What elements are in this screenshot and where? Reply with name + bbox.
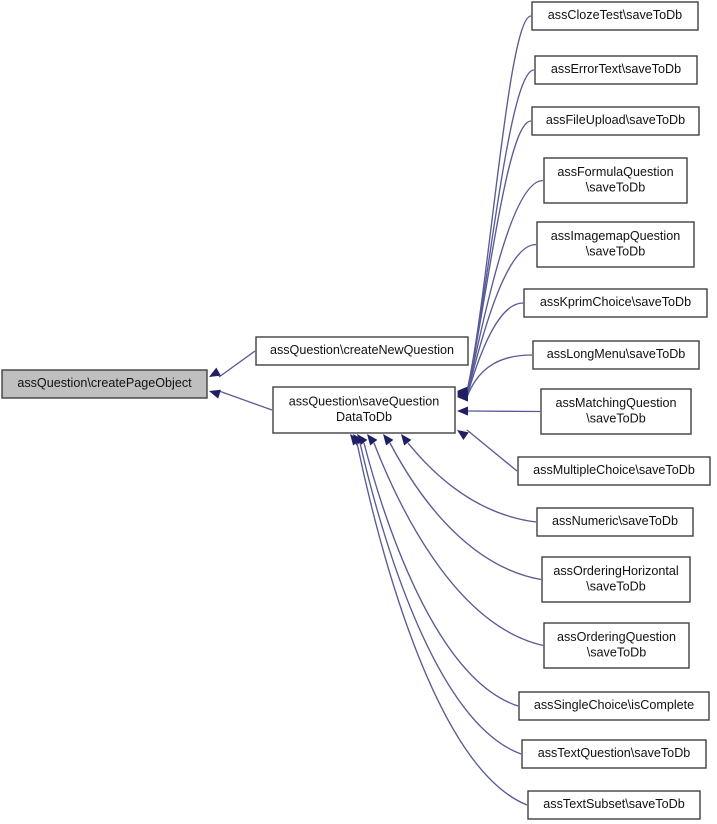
edge-assMatchingQuestion-to-saveQuestionDataToDb: [466, 410, 541, 413]
node-label-assKprimChoice: assKprimChoice\saveToDb: [540, 295, 691, 309]
node-box-assKprimChoice[interactable]: [523, 288, 708, 318]
edge-assFileUpload-to-saveQuestionDataToDb: [466, 120, 532, 394]
node-box-assTextQuestion[interactable]: [521, 739, 707, 769]
node-box-assNumeric[interactable]: [536, 507, 694, 537]
node-box-assOrderingHorizontal[interactable]: [541, 556, 691, 603]
edge-saveQuestionDataToDb-to-createPageObject-arrowhead: [209, 389, 221, 399]
node-label-createNewQuestion: assQuestion\createNewQuestion: [270, 343, 454, 357]
edge-assTextSubset-to-saveQuestionDataToDb: [356, 442, 528, 806]
node-assErrorText[interactable]: assErrorText\saveToDb: [534, 55, 698, 85]
node-box-assImagemapQuestion[interactable]: [536, 221, 695, 268]
node-assTextQuestion[interactable]: assTextQuestion\saveToDb: [521, 739, 707, 769]
node-label-assMultipleChoice: assMultipleChoice\saveToDb: [533, 463, 695, 477]
node-label-assClozeTest: assClozeTest\saveToDb: [548, 8, 682, 22]
edge-saveQuestionDataToDb-to-createPageObject: [218, 390, 273, 411]
node-assKprimChoice[interactable]: assKprimChoice\saveToDb: [523, 288, 708, 318]
edge-assMatchingQuestion-to-saveQuestionDataToDb-arrowhead: [457, 406, 469, 416]
node-assSingleChoice[interactable]: assSingleChoice\isComplete: [518, 691, 710, 721]
node-createNewQuestion[interactable]: assQuestion\createNewQuestion: [255, 336, 469, 366]
node-box-assOrderingQuestion[interactable]: [543, 622, 690, 669]
node-assOrderingQuestion[interactable]: assOrderingQuestion\saveToDb: [543, 622, 690, 669]
node-box-assErrorText[interactable]: [534, 55, 698, 85]
edge-assNumeric-to-saveQuestionDataToDb-arrowhead: [401, 434, 412, 446]
edge-assOrderingQuestion-to-saveQuestionDataToDb-arrowhead: [367, 434, 378, 446]
node-label-assOrderingHorizontal: assOrderingHorizontal\saveToDb: [553, 564, 678, 594]
node-assOrderingHorizontal[interactable]: assOrderingHorizontal\saveToDb: [541, 556, 691, 603]
edge-assNumeric-to-saveQuestionDataToDb: [407, 442, 537, 523]
edge-assOrderingHorizontal-to-saveQuestionDataToDb-arrowhead: [383, 434, 394, 446]
node-createPageObject[interactable]: assQuestion\createPageObject: [1, 369, 208, 399]
edge-createNewQuestion-to-createPageObject: [218, 350, 256, 378]
node-box-saveQuestionDataToDb[interactable]: [272, 386, 456, 434]
node-box-assMultipleChoice[interactable]: [517, 456, 711, 486]
node-label-assLongMenu: assLongMenu\saveToDb: [547, 347, 686, 361]
edge-assLongMenu-to-saveQuestionDataToDb-arrowhead: [457, 392, 468, 402]
edge-assKprimChoice-to-saveQuestionDataToDb: [466, 302, 524, 397]
edge-assFormulaQuestion-to-saveQuestionDataToDb: [466, 179, 544, 395]
node-label-assMatchingQuestion: assMatchingQuestion\saveToDb: [555, 396, 676, 426]
node-assLongMenu[interactable]: assLongMenu\saveToDb: [532, 340, 700, 370]
edge-assImagemapQuestion-to-saveQuestionDataToDb: [466, 243, 537, 396]
edge-assTextSubset-to-saveQuestionDataToDb-arrowhead: [350, 434, 361, 446]
node-label-assImagemapQuestion: assImagemapQuestion\saveToDb: [551, 229, 681, 259]
edge-assSingleChoice-to-saveQuestionDataToDb: [363, 442, 519, 707]
edge-assLongMenu-to-saveQuestionDataToDb: [466, 354, 533, 398]
node-box-assFileUpload[interactable]: [531, 106, 700, 136]
node-box-assClozeTest[interactable]: [531, 1, 699, 31]
node-label-createPageObject: assQuestion\createPageObject: [17, 376, 192, 390]
node-label-assTextQuestion: assTextQuestion\saveToDb: [538, 746, 691, 760]
node-box-createNewQuestion[interactable]: [255, 336, 469, 366]
node-assNumeric[interactable]: assNumeric\saveToDb: [536, 507, 694, 537]
node-label-assSingleChoice: assSingleChoice\isComplete: [534, 698, 694, 712]
edge-assMultipleChoice-to-saveQuestionDataToDb-arrowhead: [457, 430, 469, 441]
node-label-assNumeric: assNumeric\saveToDb: [552, 514, 678, 528]
edge-assTextQuestion-to-saveQuestionDataToDb: [359, 442, 522, 755]
node-box-assFormulaQuestion[interactable]: [543, 157, 688, 204]
node-assMultipleChoice[interactable]: assMultipleChoice\saveToDb: [517, 456, 711, 486]
edge-createNewQuestion-to-createPageObject-arrowhead: [209, 367, 221, 377]
edge-layer: [209, 15, 544, 806]
node-assFileUpload[interactable]: assFileUpload\saveToDb: [531, 106, 700, 136]
edge-assOrderingHorizontal-to-saveQuestionDataToDb: [389, 442, 542, 581]
node-label-assTextSubset: assTextSubset\saveToDb: [543, 797, 684, 811]
node-box-assTextSubset[interactable]: [527, 790, 701, 820]
edge-assClozeTest-to-saveQuestionDataToDb: [466, 15, 532, 392]
node-box-assSingleChoice[interactable]: [518, 691, 710, 721]
node-label-assFileUpload: assFileUpload\saveToDb: [546, 113, 685, 127]
edge-assOrderingQuestion-to-saveQuestionDataToDb: [373, 442, 544, 647]
node-assClozeTest[interactable]: assClozeTest\saveToDb: [531, 1, 699, 31]
node-assTextSubset[interactable]: assTextSubset\saveToDb: [527, 790, 701, 820]
node-assMatchingQuestion[interactable]: assMatchingQuestion\saveToDb: [540, 388, 692, 435]
node-assFormulaQuestion[interactable]: assFormulaQuestion\saveToDb: [543, 157, 688, 204]
node-box-createPageObject[interactable]: [1, 369, 208, 399]
node-label-assErrorText: assErrorText\saveToDb: [551, 62, 681, 76]
node-label-assFormulaQuestion: assFormulaQuestion\saveToDb: [557, 165, 673, 195]
node-label-assOrderingQuestion: assOrderingQuestion\saveToDb: [557, 630, 676, 660]
node-assImagemapQuestion[interactable]: assImagemapQuestion\saveToDb: [536, 221, 695, 268]
node-box-assLongMenu[interactable]: [532, 340, 700, 370]
edge-assMultipleChoice-to-saveQuestionDataToDb: [466, 429, 518, 472]
node-box-assMatchingQuestion[interactable]: [540, 388, 692, 435]
